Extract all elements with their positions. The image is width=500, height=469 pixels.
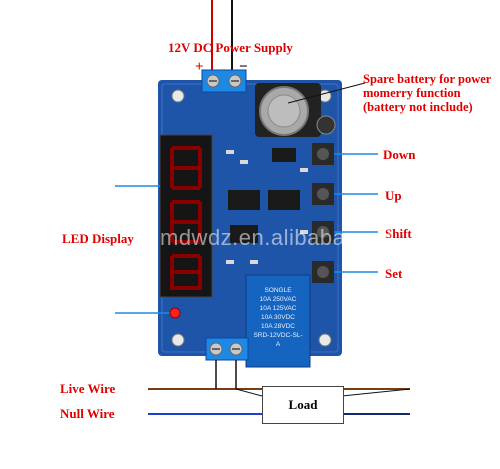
- relay-text: SONGLE 10A 250VAC 10A 125VAC 10A 30VDC 1…: [252, 286, 304, 349]
- led-display-label: LED Display: [62, 231, 134, 246]
- battery-note: Spare battery for power momerry function…: [363, 72, 491, 114]
- down-label: Down: [383, 147, 416, 162]
- led-digits: [170, 146, 202, 290]
- display-pointers: [115, 185, 170, 314]
- load-label: Load: [288, 397, 318, 412]
- battery-note-line: momerry function: [363, 86, 461, 100]
- mounting-holes: [171, 89, 332, 347]
- relay-rating: 10A 125VAC: [259, 305, 297, 312]
- set-label: Set: [385, 266, 403, 281]
- relay-brand: SONGLE: [264, 287, 292, 294]
- up-label: Up: [385, 188, 402, 203]
- relay-rating: 10A 30VDC: [261, 314, 295, 321]
- battery-holder: [255, 83, 321, 137]
- shift-label: Shift: [385, 226, 412, 241]
- relay-rating: 10A 28VDC: [261, 323, 295, 330]
- relay: [245, 274, 311, 368]
- relay-leads: [215, 360, 237, 389]
- small-components: [226, 150, 308, 264]
- power-terminal: [201, 69, 247, 93]
- button-pointers: [334, 153, 378, 273]
- power-supply-label: 12V DC Power Supply: [168, 40, 293, 55]
- output-terminal: [205, 337, 249, 361]
- relay-model: SRD-12VDC-SL-A: [253, 332, 303, 348]
- load-leads: [235, 388, 411, 415]
- battery-note-line: Spare battery for power: [363, 72, 492, 86]
- ic-chips: [228, 148, 300, 243]
- watermark: mdwdz.en.alibaba.com: [160, 225, 396, 250]
- null-wire-label: Null Wire: [60, 406, 115, 421]
- relay-rating: 10A 250VAC: [259, 296, 297, 303]
- battery-note-line: (battery not include): [363, 100, 473, 114]
- plus-sign: +: [195, 59, 204, 75]
- tactile-buttons: [312, 143, 334, 283]
- capacitor: [316, 115, 336, 135]
- status-led: [169, 307, 181, 319]
- battery-pointer: [287, 82, 366, 104]
- load-box: Load: [262, 386, 344, 424]
- live-wire-label: Live Wire: [60, 381, 116, 396]
- minus-sign: −: [239, 59, 248, 75]
